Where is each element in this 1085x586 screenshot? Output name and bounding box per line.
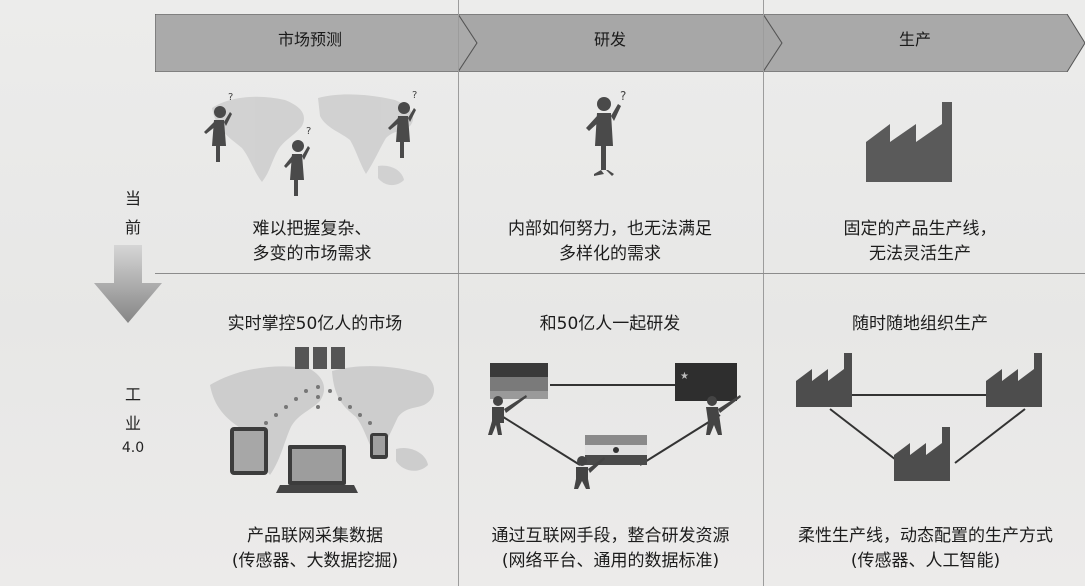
current-market-line1: 难以把握复杂、 (252, 219, 372, 239)
svg-text:?: ? (620, 90, 626, 103)
connected-devices-globe-icon (210, 347, 435, 493)
header-stage-market: 市场预测 (277, 30, 342, 49)
process-header-band (155, 14, 1085, 72)
label-industry-2: 业 (124, 414, 141, 433)
current-market-line2: 多变的市场需求 (252, 244, 372, 264)
header-stage-rnd: 研发 (593, 30, 626, 49)
column-divider-2 (763, 0, 764, 586)
label-industry-3: 4.0 (121, 440, 145, 456)
down-arrow-icon (94, 245, 162, 323)
row-divider (155, 273, 1085, 274)
svg-text:?: ? (412, 90, 417, 101)
current-rnd-line1: 内部如何努力，也无法满足 (508, 219, 712, 239)
industry-production-desc1: 柔性生产线，动态配置的生产方式 (798, 526, 1053, 546)
thinking-person-icon: ? (586, 90, 626, 176)
label-current-2: 前 (124, 218, 141, 237)
industry-market-desc2: (传感器、大数据挖掘) (231, 551, 399, 571)
label-current-1: 当 (124, 189, 141, 208)
industry-rnd-title: 和50亿人一起研发 (539, 314, 681, 334)
header-stage-production: 生产 (898, 30, 931, 49)
svg-text:★: ★ (680, 371, 689, 382)
current-rnd-line2: 多样化的需求 (559, 244, 661, 264)
svg-text:?: ? (228, 92, 233, 103)
factory-icon (866, 102, 952, 182)
flexible-factory-network-icon (796, 353, 1042, 481)
global-rnd-network-icon: ★ (488, 363, 741, 489)
industry-rnd-desc2: (网络平台、通用的数据标准) (501, 551, 720, 571)
current-production-line1: 固定的产品生产线， (843, 219, 997, 239)
chevron-rnd (457, 14, 783, 72)
label-industry-1: 工 (124, 385, 141, 404)
world-map-thinking-figures-icon: ? ? ? (204, 90, 417, 196)
chevron-production (762, 14, 1085, 72)
industry-rnd-desc1: 通过互联网手段，整合研发资源 (491, 526, 730, 546)
industry-market-title: 实时掌控50亿人的市场 (227, 314, 403, 334)
industry-production-desc2: (传感器、人工智能) (850, 551, 1001, 571)
svg-text:?: ? (306, 126, 311, 137)
industry-production-title: 随时随地组织生产 (852, 314, 988, 334)
current-production-line2: 无法灵活生产 (869, 244, 971, 264)
column-divider-1 (458, 0, 459, 586)
industry-market-desc1: 产品联网采集数据 (247, 526, 383, 546)
